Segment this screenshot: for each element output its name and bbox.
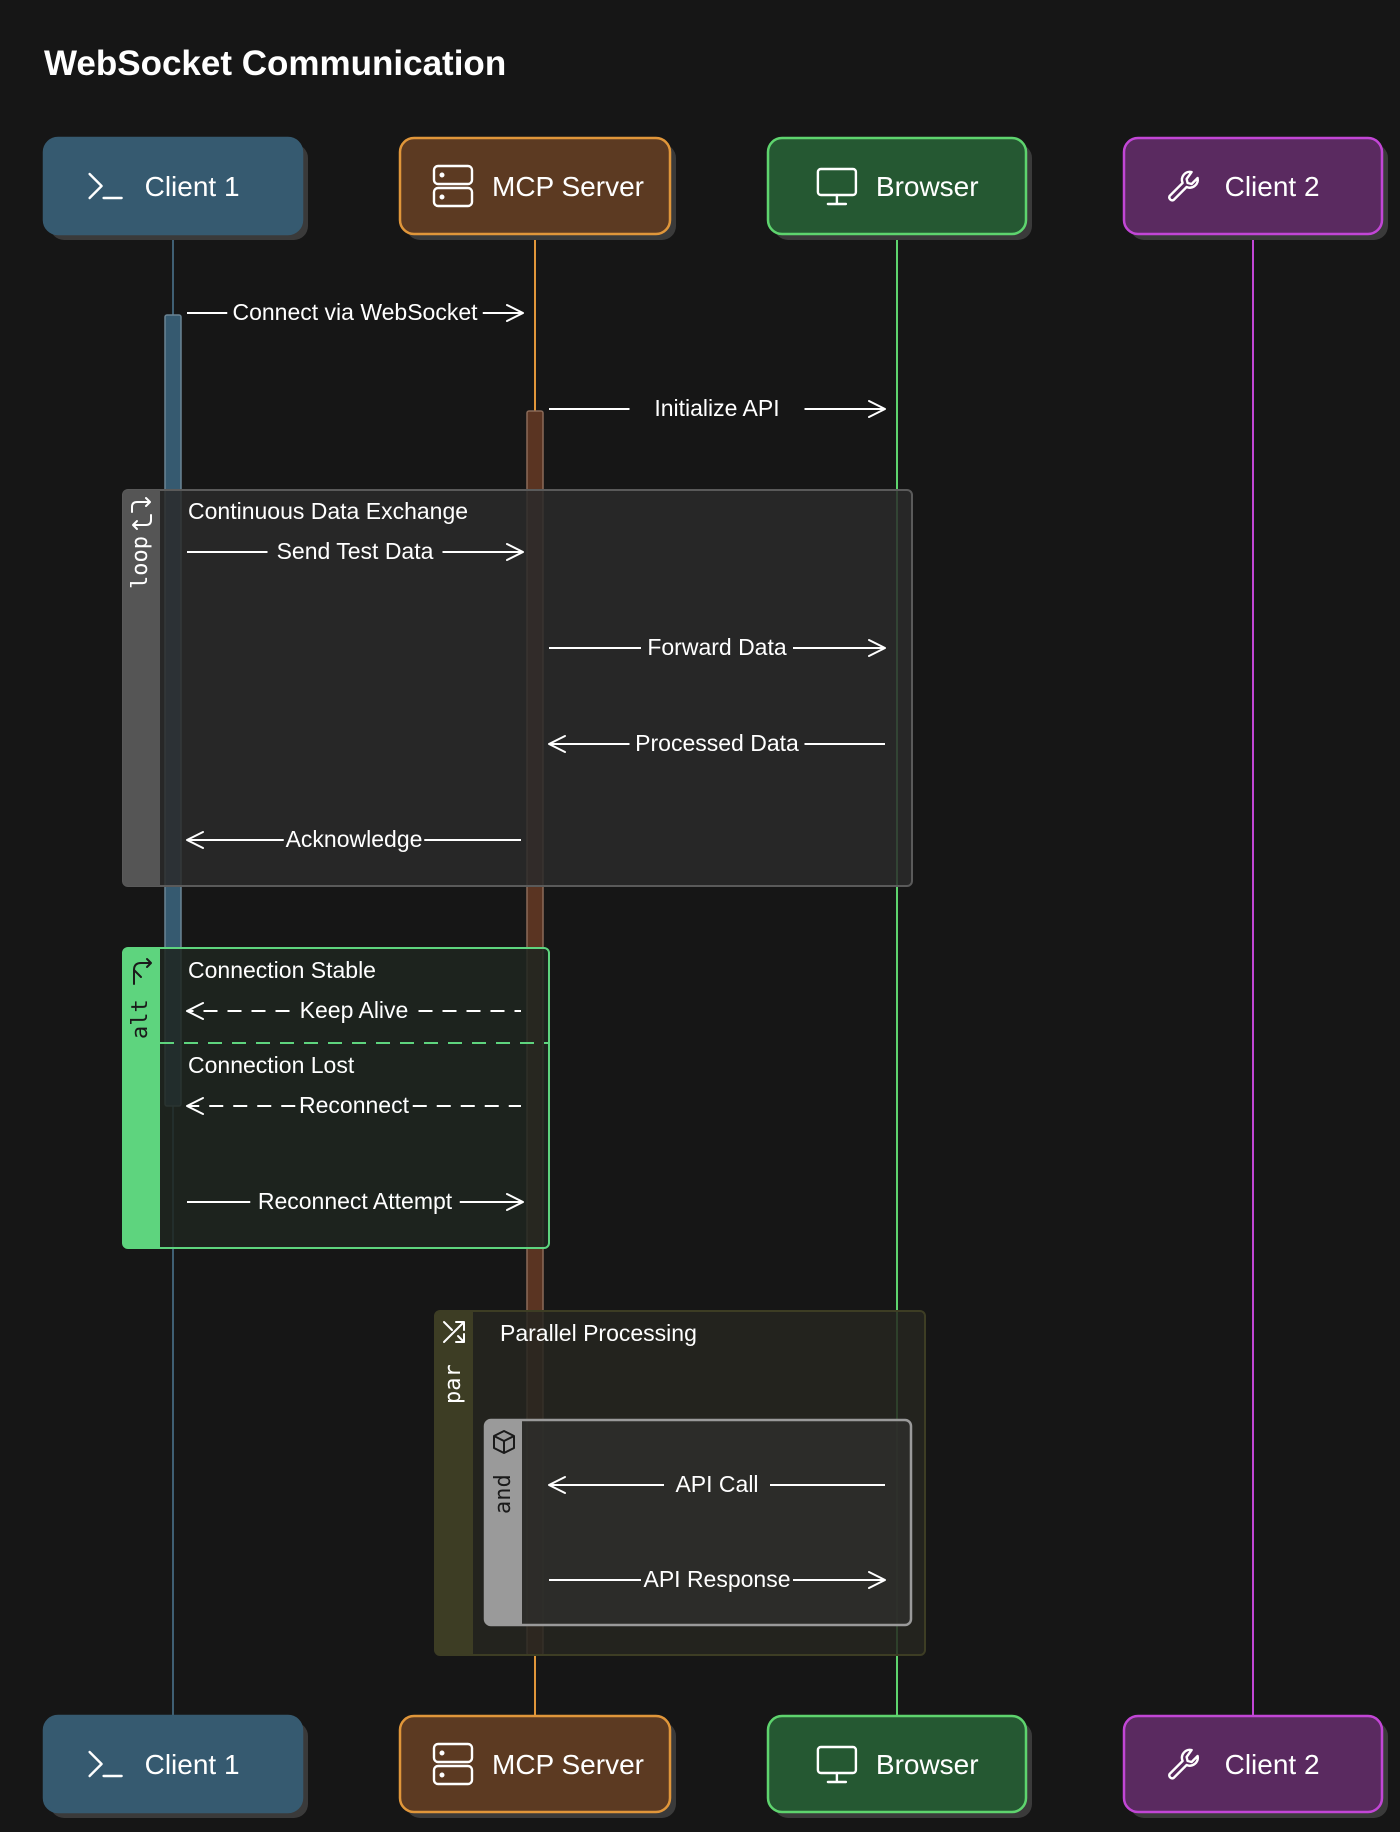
- participant-label: Browser: [876, 1749, 979, 1780]
- participant-box: [398, 1714, 672, 1814]
- participant-box: [1122, 136, 1384, 236]
- participant-box: [766, 136, 1028, 236]
- participant-mcp-bottom[interactable]: MCP Server: [398, 1714, 676, 1818]
- monitor-icon: [816, 167, 858, 206]
- terminal-icon: [88, 172, 123, 200]
- participants-bottom: Client 1 MCP Server Browser Client 2: [42, 1714, 1388, 1818]
- participant-label: MCP Server: [492, 1749, 644, 1780]
- participant-client1-bottom[interactable]: Client 1: [42, 1714, 308, 1818]
- participant-box: [42, 136, 304, 236]
- participant-label: Client 1: [145, 171, 240, 202]
- loop-icon: [131, 497, 152, 530]
- message-9: API Call: [548, 1471, 885, 1497]
- shuffle-icon: [443, 1321, 465, 1343]
- and-fragment: and: [483, 1418, 913, 1627]
- loop-tag: loop: [128, 536, 153, 589]
- diagram-title: WebSocket Communication: [44, 44, 506, 83]
- participant-label: Client 2: [1225, 171, 1320, 202]
- branch-icon: [133, 958, 152, 985]
- participant-browser-bottom[interactable]: Browser: [766, 1714, 1032, 1818]
- participant-label: Client 1: [145, 1749, 240, 1780]
- participant-client2-top[interactable]: Client 2: [1122, 136, 1388, 240]
- message-label: Send Test Data: [277, 538, 434, 564]
- message-5: Acknowledge: [186, 826, 521, 852]
- par-tag: par: [441, 1364, 466, 1404]
- message-label: Initialize API: [654, 395, 779, 421]
- message-label: Reconnect Attempt: [258, 1188, 453, 1214]
- message-label: Acknowledge: [286, 826, 423, 852]
- message-label: Forward Data: [647, 634, 787, 660]
- message-0: Connect via WebSocket: [187, 299, 524, 325]
- message-6: Keep Alive: [186, 997, 521, 1023]
- wrench-icon: [1168, 1748, 1199, 1780]
- message-1: Initialize API: [549, 395, 886, 421]
- message-label: API Response: [643, 1566, 790, 1592]
- participant-label: MCP Server: [492, 171, 644, 202]
- message-2: Send Test Data: [187, 538, 524, 564]
- participant-box: [42, 1714, 304, 1814]
- message-8: Reconnect Attempt: [187, 1188, 524, 1214]
- loop-fragment: loop Continuous Data Exchange: [122, 489, 913, 887]
- message-7: Reconnect: [186, 1092, 521, 1118]
- terminal-icon: [88, 1750, 123, 1778]
- participant-mcp-top[interactable]: MCP Server: [398, 136, 676, 240]
- participant-label: Client 2: [1225, 1749, 1320, 1780]
- participant-client2-bottom[interactable]: Client 2: [1122, 1714, 1388, 1818]
- alt-else-label: Connection Lost: [188, 1052, 355, 1078]
- wrench-icon: [1168, 170, 1199, 202]
- monitor-icon: [816, 1745, 858, 1784]
- participant-box: [398, 136, 672, 236]
- alt-fragment: alt Connection Stable Connection Lost: [122, 947, 550, 1249]
- loop-label: Continuous Data Exchange: [188, 498, 468, 524]
- server-icon: [432, 1742, 474, 1786]
- alt-label: Connection Stable: [188, 957, 376, 983]
- participant-box: [766, 1714, 1028, 1814]
- and-tag: and: [491, 1474, 516, 1514]
- participants-top: Client 1 MCP Server Browser Client 2: [42, 136, 1388, 240]
- message-4: Processed Data: [548, 730, 885, 756]
- alt-tag: alt: [128, 999, 153, 1039]
- participant-client1-top[interactable]: Client 1: [42, 136, 308, 240]
- message-label: Keep Alive: [300, 997, 409, 1023]
- participant-label: Browser: [876, 171, 979, 202]
- participant-browser-top[interactable]: Browser: [766, 136, 1032, 240]
- server-icon: [432, 164, 474, 208]
- par-label: Parallel Processing: [500, 1320, 697, 1346]
- message-label: Connect via WebSocket: [232, 299, 478, 325]
- message-10: API Response: [549, 1566, 886, 1592]
- message-label: Processed Data: [635, 730, 799, 756]
- message-3: Forward Data: [549, 634, 886, 660]
- participant-box: [1122, 1714, 1384, 1814]
- message-label: API Call: [675, 1471, 758, 1497]
- message-label: Reconnect: [299, 1092, 410, 1118]
- cube-icon: [493, 1430, 515, 1454]
